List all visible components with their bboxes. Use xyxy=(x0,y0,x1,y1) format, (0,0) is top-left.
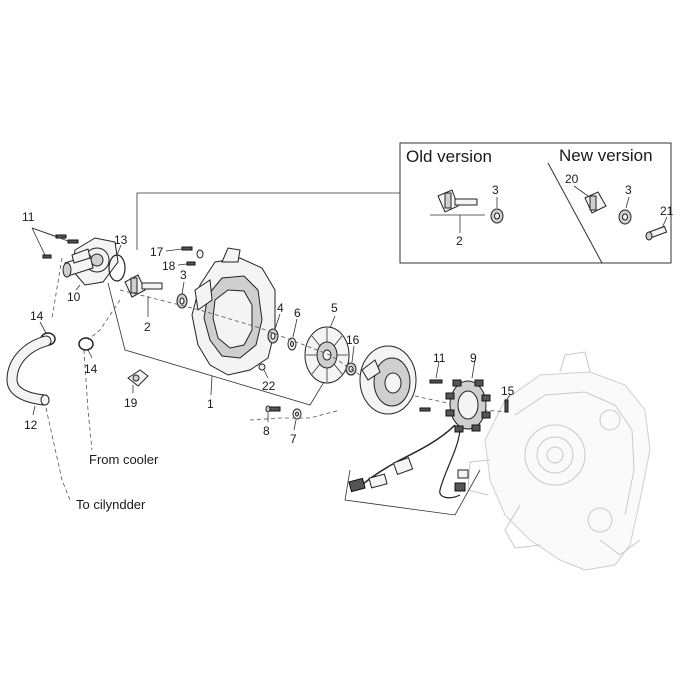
fan-shroud-cover xyxy=(191,247,276,376)
label-8: 8 xyxy=(263,424,270,438)
hose-clamp-14 xyxy=(78,337,94,351)
label-14: 14 xyxy=(84,362,98,376)
new-pin xyxy=(645,225,668,241)
label-inset-21: 21 xyxy=(660,204,674,218)
label-17: 17 xyxy=(150,245,164,259)
screw-8 xyxy=(265,405,281,413)
stator-wiring-harness xyxy=(348,424,469,499)
old-version-label: Old version xyxy=(406,147,492,166)
version-inset-box: Old version New version 3 2 xyxy=(399,142,674,264)
label-11-left: 11 xyxy=(22,210,35,224)
screws-11-right xyxy=(419,379,443,412)
clamp-19 xyxy=(127,369,149,387)
label-15: 15 xyxy=(501,384,515,398)
old-washer xyxy=(490,208,504,224)
label-5: 5 xyxy=(331,301,338,315)
bearing xyxy=(267,328,279,344)
label-2: 2 xyxy=(144,320,151,334)
label-14-top: 14 xyxy=(30,309,44,323)
stator xyxy=(445,379,491,433)
label-18: 18 xyxy=(162,259,176,273)
plug-22 xyxy=(258,363,266,371)
new-version-label: New version xyxy=(559,146,653,165)
label-inset-3-new: 3 xyxy=(625,183,632,197)
label-7: 7 xyxy=(290,432,297,446)
coolant-hose xyxy=(6,335,52,406)
label-16: 16 xyxy=(346,333,360,347)
label-inset-3-old: 3 xyxy=(492,183,499,197)
flywheel-rotor xyxy=(359,345,417,415)
label-22: 22 xyxy=(262,379,276,393)
label-1: 1 xyxy=(207,397,214,411)
washer-6 xyxy=(287,337,297,351)
to-cylinder-label: To cilyndder xyxy=(76,497,146,512)
water-pump-cover xyxy=(62,237,119,286)
screw-17 xyxy=(181,246,193,251)
label-10: 10 xyxy=(67,290,81,304)
washer-7 xyxy=(292,408,302,420)
old-hollow-bolt xyxy=(437,189,478,213)
new-banjo-fitting xyxy=(584,191,607,214)
label-13: 13 xyxy=(114,233,128,247)
from-cooler-label: From cooler xyxy=(89,452,159,467)
label-6: 6 xyxy=(294,306,301,320)
washer-18 xyxy=(186,249,204,266)
label-19: 19 xyxy=(124,396,138,410)
screws-11-left xyxy=(42,234,79,259)
label-inset-2: 2 xyxy=(456,234,463,248)
fan-impeller xyxy=(304,326,350,384)
label-9: 9 xyxy=(470,351,477,365)
assembly-outline xyxy=(107,192,400,406)
label-inset-20: 20 xyxy=(565,172,579,186)
new-washer xyxy=(618,209,632,225)
label-4: 4 xyxy=(277,301,284,315)
label-3: 3 xyxy=(180,268,187,282)
label-12: 12 xyxy=(24,418,38,432)
label-11-right: 11 xyxy=(433,351,446,365)
engine-crankcase-outline xyxy=(467,351,651,571)
bolt-15 xyxy=(504,399,509,413)
hollow-bolt xyxy=(124,274,163,298)
